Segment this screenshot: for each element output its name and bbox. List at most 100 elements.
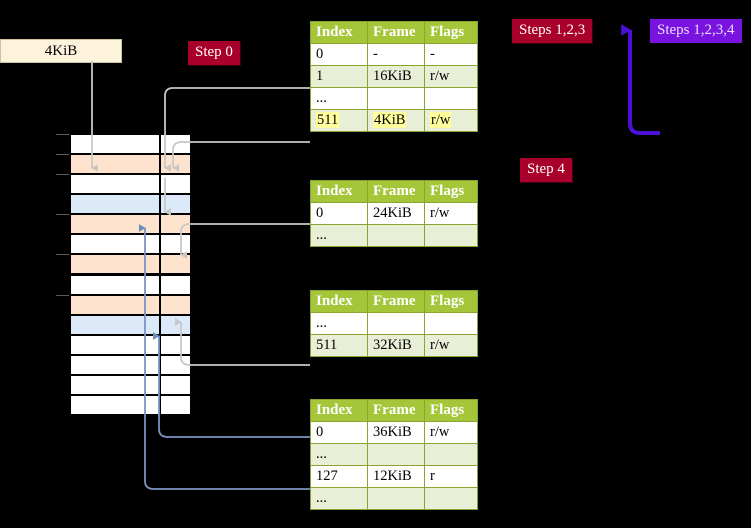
table-cell: r/w xyxy=(424,202,478,225)
table-cell xyxy=(424,224,478,247)
memory-row xyxy=(71,334,190,355)
table-cell: 36KiB xyxy=(367,421,425,444)
table-row[interactable]: 0-- xyxy=(310,43,478,66)
steps-123-badge: Steps 1,2,3 xyxy=(512,19,593,43)
memory-row xyxy=(71,314,190,335)
table-row[interactable]: ... xyxy=(310,443,478,466)
table-cell: ... xyxy=(310,487,368,510)
highlighted-value: 4KiB xyxy=(373,112,407,128)
memory-row xyxy=(71,134,190,155)
table-cell: ... xyxy=(310,312,368,335)
memory-row-tick xyxy=(56,214,69,216)
memory-grid-divider xyxy=(159,134,161,415)
size-box: 4KiB xyxy=(0,39,122,63)
table-cell: 1 xyxy=(310,65,368,88)
table-row[interactable]: ... xyxy=(310,87,478,110)
column-header: Index xyxy=(310,21,368,44)
memory-row xyxy=(71,234,190,255)
table-cell: 511 xyxy=(310,109,368,132)
table-cell: ... xyxy=(310,224,368,247)
connector-t2-24kib xyxy=(180,223,310,259)
connector-t1-4kib xyxy=(172,141,310,172)
memory-row xyxy=(71,294,190,315)
table-cell xyxy=(424,312,478,335)
memory-row-tick xyxy=(56,134,69,135)
table-row[interactable]: 511 4KiB r/w xyxy=(310,109,478,132)
table-cell xyxy=(367,443,425,466)
memory-grid xyxy=(56,134,190,415)
column-header: Flags xyxy=(424,180,478,203)
memory-row xyxy=(71,194,190,215)
memory-row xyxy=(71,374,190,395)
table-cell xyxy=(367,312,425,335)
table-row[interactable]: ... xyxy=(310,312,478,335)
column-header: Index xyxy=(310,290,368,313)
table-cell: 12KiB xyxy=(367,465,425,488)
table-cell: 4KiB xyxy=(367,109,425,132)
table-cell: 0 xyxy=(310,202,368,225)
table-cell: 32KiB xyxy=(367,334,425,357)
steps-1234-badge: Steps 1,2,3,4 xyxy=(650,19,742,43)
table-cell xyxy=(367,87,425,110)
column-header: Flags xyxy=(424,399,478,422)
table-cell: r/w xyxy=(424,65,478,88)
memory-row xyxy=(71,394,190,415)
table-cell xyxy=(367,487,425,510)
memory-row-tick xyxy=(56,254,69,256)
table-cell: 511 xyxy=(310,334,368,357)
memory-row xyxy=(71,214,190,235)
table-cell: r/w xyxy=(424,334,478,357)
size-box-label: 4KiB xyxy=(44,42,78,59)
table-cell: 0 xyxy=(310,421,368,444)
column-header: Frame xyxy=(367,180,425,203)
step-4-badge: Step 4 xyxy=(520,158,572,182)
column-header: Frame xyxy=(367,21,425,44)
column-header: Flags xyxy=(424,21,478,44)
table-cell: r/w xyxy=(424,109,478,132)
step-0-badge: Step 0 xyxy=(188,41,240,65)
memory-row xyxy=(71,254,190,275)
column-header: Index xyxy=(310,180,368,203)
table-row[interactable]: ... xyxy=(310,487,478,510)
column-header: Index xyxy=(310,399,368,422)
table-cell: ... xyxy=(310,443,368,466)
purple-step-arrow xyxy=(621,24,660,135)
highlighted-value: r/w xyxy=(430,112,452,128)
memory-row-tick xyxy=(56,294,69,296)
table-cell: r xyxy=(424,465,478,488)
table-cell xyxy=(424,87,478,110)
table-cell: - xyxy=(367,43,425,66)
table-cell: 127 xyxy=(310,465,368,488)
connector-t3-32kib xyxy=(174,318,310,366)
memory-row-tick xyxy=(56,174,69,176)
table-row[interactable]: ... xyxy=(310,224,478,247)
table-cell xyxy=(424,487,478,510)
column-header: Flags xyxy=(424,290,478,313)
table-cell: 24KiB xyxy=(367,202,425,225)
memory-row-tick xyxy=(56,154,69,156)
table-cell: ... xyxy=(310,87,368,110)
memory-row xyxy=(71,354,190,375)
highlighted-value: 511 xyxy=(316,112,340,128)
memory-row xyxy=(71,174,190,195)
table-cell: - xyxy=(424,43,478,66)
column-header: Frame xyxy=(367,290,425,313)
column-header: Frame xyxy=(367,399,425,422)
table-cell: r/w xyxy=(424,421,478,444)
memory-row xyxy=(71,274,190,295)
table-cell: 16KiB xyxy=(367,65,425,88)
table-cell: 0 xyxy=(310,43,368,66)
